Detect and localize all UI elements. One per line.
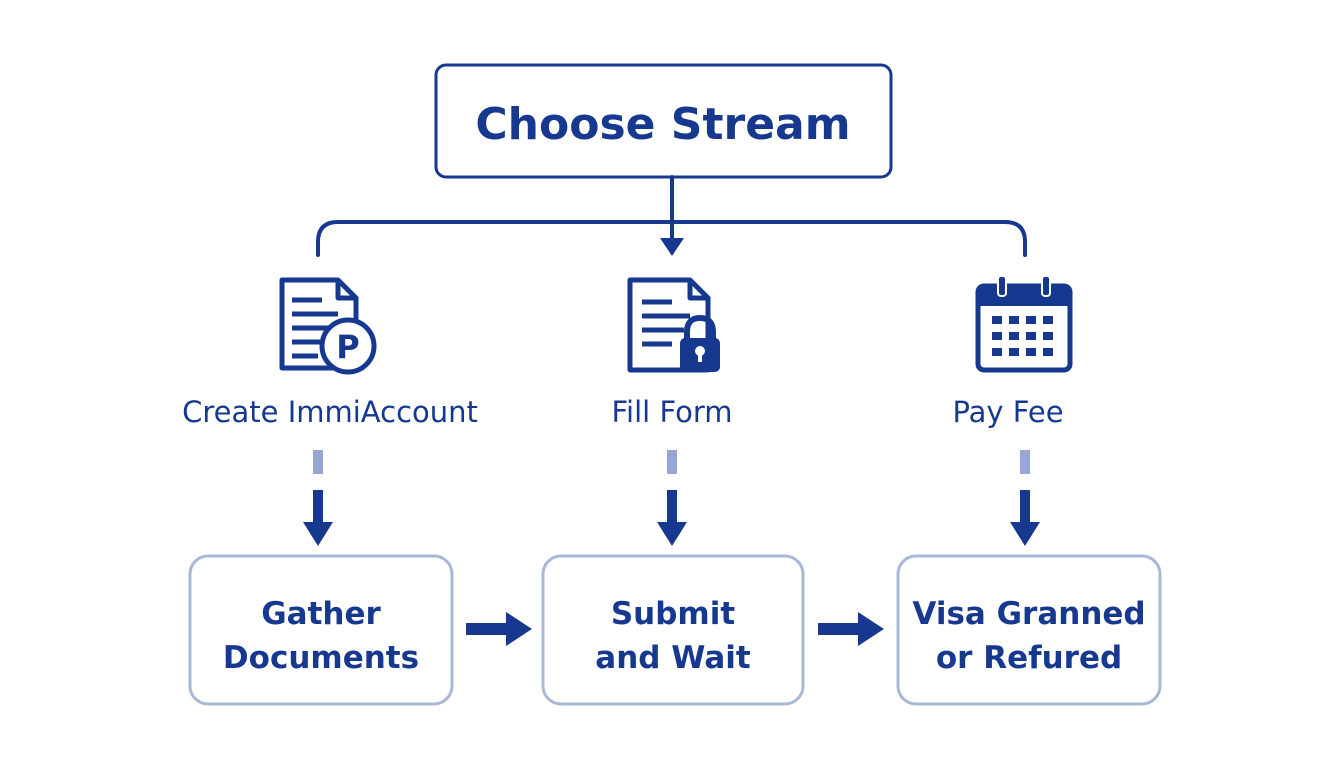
outcome-submit-and-wait: Submit and Wait bbox=[541, 554, 805, 706]
document-p-badge-icon: P bbox=[279, 277, 377, 375]
outcome-gather-documents: Gather Documents bbox=[188, 554, 454, 706]
outcome-line2: Documents bbox=[223, 640, 419, 676]
top-node-label: Choose Stream bbox=[475, 99, 850, 150]
outcome-visa-result: Visa Granned or Refured bbox=[896, 554, 1162, 706]
document-lock-icon bbox=[627, 277, 720, 373]
outcome-line2: and Wait bbox=[595, 640, 751, 676]
right-arrow-2 bbox=[818, 612, 884, 646]
outcome-line1: Gather bbox=[261, 596, 381, 632]
horizontal-arrows bbox=[466, 612, 884, 646]
branch-connectors bbox=[316, 175, 1027, 257]
outcome-line2: or Refured bbox=[936, 640, 1122, 676]
down-arrows bbox=[303, 490, 1040, 546]
down-arrow-1 bbox=[303, 490, 333, 546]
dashed-connectors bbox=[313, 450, 1030, 474]
outcome-line1: Submit bbox=[611, 596, 736, 632]
right-arrow-1 bbox=[466, 612, 532, 646]
down-arrow-3 bbox=[1010, 490, 1040, 546]
step-label-fill-form: Fill Form bbox=[611, 395, 732, 429]
step-label-create-immiaccount: Create ImmiAccount bbox=[182, 395, 478, 429]
calendar-icon bbox=[975, 275, 1073, 373]
top-node: Choose Stream bbox=[434, 63, 893, 179]
top-node-box bbox=[434, 63, 893, 179]
outcome-line1: Visa Granned bbox=[912, 596, 1145, 632]
badge-letter: P bbox=[336, 328, 359, 366]
down-arrow-2 bbox=[657, 490, 687, 546]
center-arrow-head bbox=[660, 238, 684, 256]
step-label-pay-fee: Pay Fee bbox=[952, 395, 1063, 429]
